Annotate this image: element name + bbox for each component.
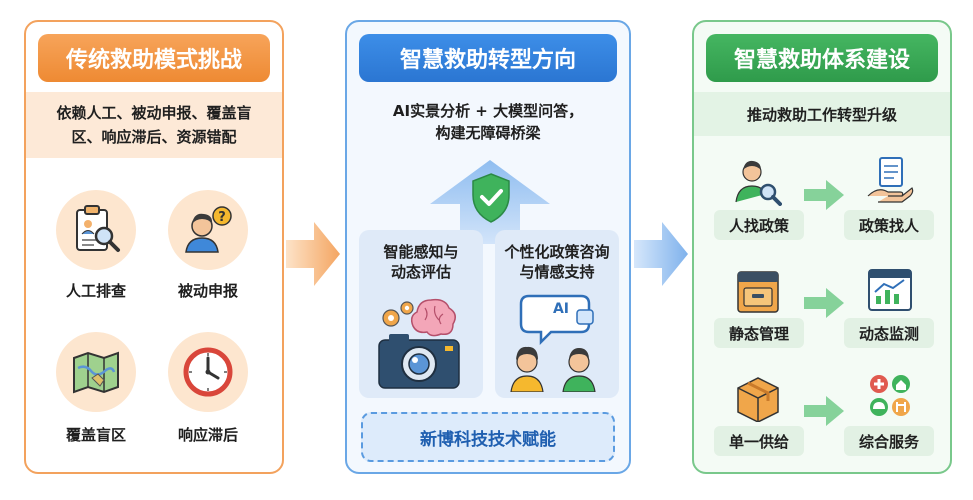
flow-arrow-icon — [286, 222, 340, 286]
transformation-panel: 智慧救助转型方向 AI实景分析 + 大模型问答， 构建无障碍桥梁 智能感知与 动… — [345, 20, 631, 474]
person-question-icon: ? — [168, 190, 248, 270]
challenge-subtitle-line1: 依赖人工、被动申报、覆盖盲 — [56, 104, 252, 122]
map-icon — [56, 332, 136, 412]
challenge-panel: 传统救助模式挑战 依赖人工、被动申报、覆盖盲 区、响应滞后、资源错配 人工排查 … — [24, 20, 284, 474]
challenge-subtitle: 依赖人工、被动申报、覆盖盲 区、响应滞后、资源错配 — [26, 92, 282, 158]
transformation-subtitle: AI实景分析 + 大模型问答， 构建无障碍桥梁 — [347, 92, 629, 152]
item-label: 人工排查 — [65, 282, 126, 300]
item-label: 被动申报 — [177, 282, 238, 300]
green-arrow-icon — [804, 288, 844, 318]
service-grid-icon — [870, 375, 910, 416]
row-from-label: 单一供给 — [714, 426, 804, 456]
transformation-title: 智慧救助转型方向 — [359, 34, 617, 82]
transformation-subtitle-line1: AI实景分析 + 大模型问答， — [392, 102, 584, 120]
consultation-card-line2: 与情感支持 — [519, 263, 595, 281]
transformation-subtitle-line2: 构建无障碍桥梁 — [435, 124, 541, 142]
ai-badge: AI — [552, 301, 570, 317]
item-label: 响应滞后 — [177, 426, 238, 444]
consultation-card: 个性化政策咨询 与情感支持 AI — [495, 230, 619, 398]
clock-icon — [168, 332, 248, 412]
consultation-card-line1: 个性化政策咨询 — [504, 243, 610, 261]
challenge-subtitle-line2: 区、响应滞后、资源错配 — [71, 128, 237, 146]
document-hand-icon — [867, 157, 914, 203]
system-panel: 智慧救助体系建设 推动救助工作转型升级 人找政策 政策找人 静态管理 动 — [692, 20, 952, 474]
clipboard-magnifier-icon — [56, 190, 136, 270]
ai-chat-people-icon — [510, 294, 596, 392]
flow-arrow-icon — [634, 222, 688, 286]
person-search-icon — [735, 160, 782, 206]
row-to-label: 动态监测 — [844, 318, 934, 348]
box-icon — [737, 377, 779, 422]
camera-brain-icon — [378, 298, 460, 389]
perception-card: 智能感知与 动态评估 — [359, 230, 483, 398]
row-from-label: 人找政策 — [714, 210, 804, 240]
perception-card-line2: 动态评估 — [390, 263, 451, 281]
system-subtitle: 推动救助工作转型升级 — [694, 92, 950, 136]
green-arrow-icon — [804, 396, 844, 426]
monitoring-chart-icon — [868, 269, 912, 311]
green-arrow-icon — [804, 180, 844, 210]
file-cabinet-icon — [737, 271, 779, 313]
svg-text:?: ? — [218, 210, 226, 225]
system-title: 智慧救助体系建设 — [706, 34, 938, 82]
challenge-title: 传统救助模式挑战 — [38, 34, 270, 82]
tech-empowerment-label: 新博科技技术赋能 — [361, 412, 615, 462]
row-from-label: 静态管理 — [714, 318, 804, 348]
perception-card-line1: 智能感知与 — [383, 243, 459, 261]
row-to-label: 政策找人 — [844, 210, 934, 240]
row-to-label: 综合服务 — [844, 426, 934, 456]
item-label: 覆盖盲区 — [65, 426, 126, 444]
shield-check-icon — [472, 173, 510, 223]
